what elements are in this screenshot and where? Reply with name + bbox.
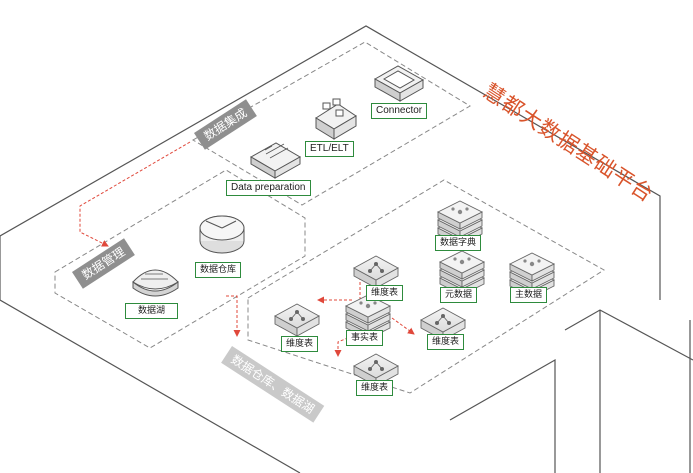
flow-arrows [79, 141, 415, 357]
management-zone [54, 169, 306, 349]
data-lake-icon [132, 269, 179, 297]
dimension-right-label: 维度表 [427, 334, 465, 350]
arrow-fact-to-dim-bottom [334, 331, 363, 357]
master-data-label: 主数据 [510, 287, 548, 303]
data-lake-label: 数据湖 [125, 303, 179, 319]
data-warehouse-label: 数据仓库 [195, 262, 242, 278]
dimension-cube-icons [274, 255, 466, 387]
arrow-fact-to-dim-right [391, 317, 415, 335]
connector-icon [373, 65, 425, 102]
etl-label: ETL/ELT [305, 141, 354, 157]
data-dictionary-label: 数据字典 [435, 235, 482, 251]
section-outlines [54, 41, 605, 394]
dimension-top-cube-icon [353, 255, 399, 289]
data-preparation-icon [249, 142, 302, 179]
data-warehouse-icon [199, 215, 245, 254]
warehouse-zone [247, 179, 605, 394]
connector-label: Connector [371, 103, 428, 119]
arrow-management-to-warehouse [226, 295, 241, 337]
arrow-integration-to-management [79, 141, 191, 247]
etl-icon [315, 98, 357, 140]
integration-zone [192, 41, 471, 206]
dimension-top-label: 维度表 [366, 285, 404, 301]
platform-outline [0, 25, 693, 473]
dimension-left-label: 维度表 [281, 336, 319, 352]
data-preparation-label: Data preparation [226, 180, 311, 196]
fact-table-label: 事实表 [346, 330, 384, 346]
dimension-bottom-label: 维度表 [356, 380, 394, 396]
metadata-label: 元数据 [440, 287, 478, 303]
dimension-left-cube-icon [274, 303, 320, 337]
